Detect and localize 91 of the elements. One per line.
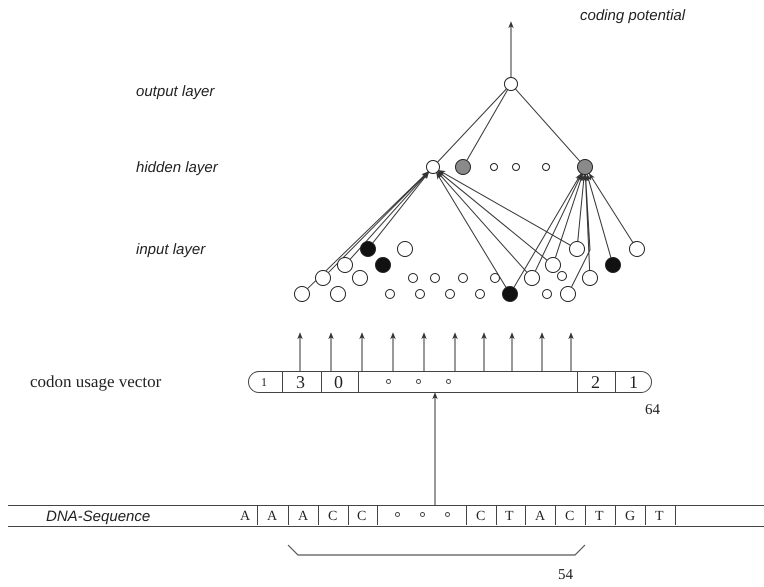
connection-line <box>466 90 508 161</box>
neuron-circle <box>629 241 645 257</box>
neuron-circle <box>315 270 331 286</box>
layer-label: input layer <box>136 242 206 257</box>
neuron-circle <box>408 273 418 283</box>
neuron-circle <box>569 241 585 257</box>
neuron-circle <box>445 289 455 299</box>
neuron-circle <box>524 270 540 286</box>
nucleotide-letter: T <box>595 510 604 524</box>
neuron-circle <box>582 270 598 286</box>
nucleotide-letter: A <box>298 510 308 524</box>
arrow <box>350 172 429 260</box>
layer-label: hidden layer <box>136 160 218 175</box>
neuron-circle <box>294 286 310 302</box>
arrow <box>588 173 634 243</box>
neuron-circle <box>352 270 368 286</box>
arrow <box>359 332 365 372</box>
index-label: 64 <box>645 403 660 418</box>
nucleotide-letter: C <box>357 510 366 524</box>
neuron-circle <box>375 257 391 273</box>
arrow <box>582 174 590 270</box>
vector-heading: codon usage vector <box>30 373 162 390</box>
arrow <box>297 332 303 372</box>
neuron-circle <box>557 271 567 281</box>
vector-count: 1 <box>261 376 267 388</box>
nucleotide-letter: T <box>505 510 514 524</box>
layer-label: output layer <box>136 84 214 99</box>
neuron-circle <box>455 159 471 175</box>
arrow <box>577 174 586 242</box>
neuron-circle <box>560 286 576 302</box>
sequence-strip <box>8 505 764 527</box>
vector-bar <box>248 371 652 393</box>
arrow <box>421 332 427 372</box>
vector-count: 2 <box>591 373 600 391</box>
arrow <box>437 172 528 273</box>
neuron-circle <box>512 163 520 171</box>
nucleotide-letter: C <box>565 510 574 524</box>
arrow <box>452 332 458 372</box>
neuron-circle <box>577 159 593 175</box>
arrow <box>481 332 487 372</box>
arrow <box>534 174 582 272</box>
neuron-circle <box>475 289 485 299</box>
length-label: 54 <box>558 568 573 583</box>
neuron-circle <box>430 273 440 283</box>
arrow <box>432 392 438 506</box>
nucleotide-letter: A <box>267 510 278 524</box>
arrow <box>436 172 506 288</box>
arrow <box>539 332 545 372</box>
connection-line <box>437 88 507 162</box>
neuron-circle <box>397 241 413 257</box>
arrow <box>514 173 582 288</box>
arrow <box>508 21 514 78</box>
nucleotide-letter: T <box>655 510 664 524</box>
vector-count: 0 <box>334 373 343 391</box>
arrow <box>571 174 590 288</box>
arrow <box>307 171 428 289</box>
neuron-circle <box>458 273 468 283</box>
neuron-circle <box>360 241 376 257</box>
arrow <box>554 174 584 258</box>
arrow <box>328 332 334 372</box>
neuron-circle <box>426 160 440 174</box>
neuron-circle <box>490 273 500 283</box>
neuron-circle <box>337 257 353 273</box>
vector-count: 3 <box>296 373 305 391</box>
neuron-circle <box>385 289 395 299</box>
connection-line <box>515 88 580 162</box>
arrow <box>390 332 396 372</box>
arrow <box>509 332 515 372</box>
arrow <box>438 170 548 260</box>
neuron-circle <box>542 289 552 299</box>
nucleotide-letter: A <box>240 510 250 524</box>
sequence-heading: DNA-Sequence <box>46 509 150 524</box>
vector-count: 1 <box>629 373 638 391</box>
neuron-circle <box>415 289 425 299</box>
nucleotide-letter: G <box>625 510 636 524</box>
arrow <box>568 332 574 372</box>
arrow <box>328 171 429 273</box>
nucleotide-letter: C <box>476 510 486 524</box>
arrow <box>438 170 571 246</box>
nucleotide-letter: A <box>535 510 546 524</box>
neuron-circle <box>502 286 518 302</box>
neuron-circle <box>504 77 518 91</box>
arrow <box>586 174 612 258</box>
neuron-circle <box>330 286 346 302</box>
layer-label: coding potential <box>580 8 686 23</box>
neuron-circle <box>545 257 561 273</box>
neuron-circle <box>490 163 498 171</box>
neuron-circle <box>605 257 621 273</box>
neuron-circle <box>542 163 550 171</box>
nucleotide-letter: C <box>328 510 338 524</box>
arrow <box>372 172 430 244</box>
